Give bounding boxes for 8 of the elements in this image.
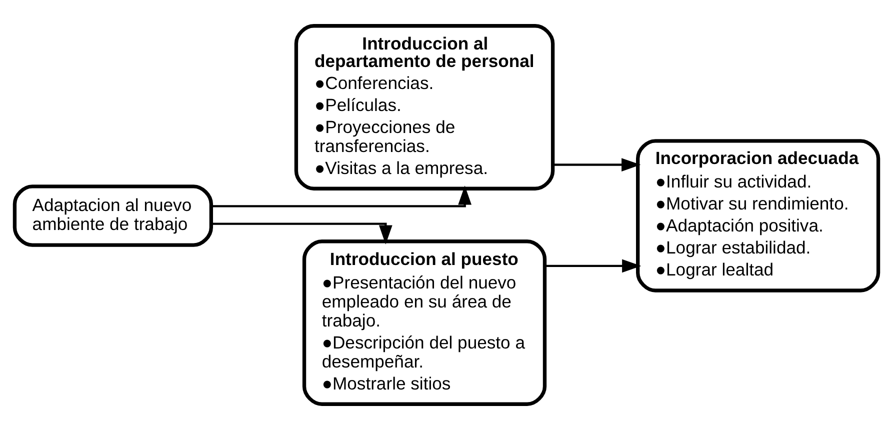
arrow <box>553 158 641 172</box>
node-box: Introduccion al departamento de personal ●Conferencias. ●Películas. ●Proyecciones de transferencias. ●Visitas a la empresa. <box>294 24 555 190</box>
arrow <box>211 222 392 244</box>
node-box: Adaptacion al nuevo ambiente de trabajo <box>12 184 214 247</box>
node-box: Incorporacion adecuada ●Influir su actividad. ●Motivar su rendimiento. ●Adaptación positiva. ●Lograr estabilidad. ●Lograr lealtad <box>636 139 880 292</box>
arrow <box>211 186 472 208</box>
node-box: Introduccion al puesto ●Presentación del nuevo empleado en su área de trabajo. ●Descripción del puesto a desempeñar. ●Mostrarle sitios <box>302 240 547 406</box>
arrow <box>544 259 642 273</box>
